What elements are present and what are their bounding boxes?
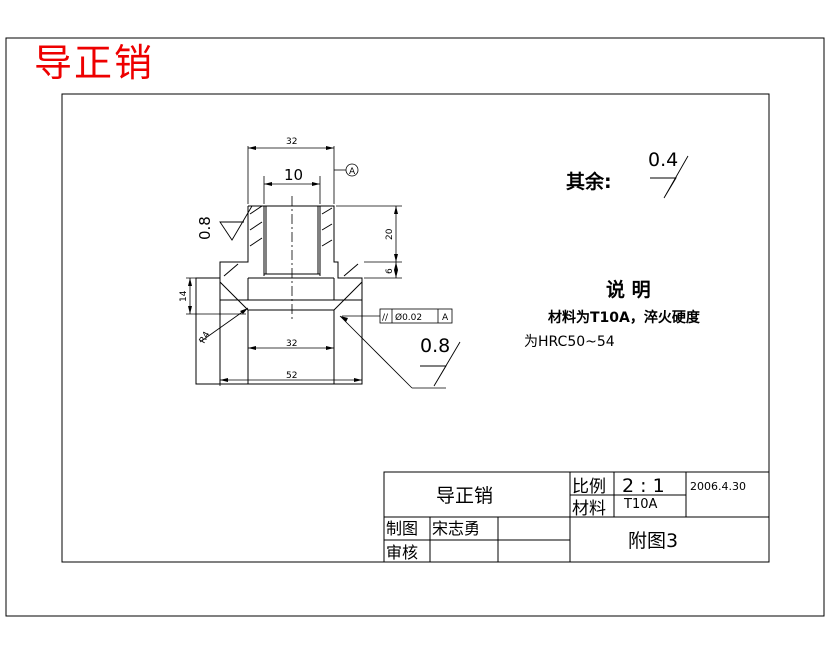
outer-border (5, 37, 825, 617)
roughness-right-value: 0.8 (420, 335, 450, 357)
roughness-left-value: 0.8 (196, 216, 214, 240)
title-scale-value: 2 : 1 (622, 475, 665, 497)
notes-title: 说 明 (606, 278, 651, 301)
datum-letter: A (349, 167, 356, 177)
roughness-symbol-left: 0.8 (196, 205, 253, 241)
dim-lower-bore: 32 (286, 339, 297, 349)
roughness-symbol-right: 0.8 (420, 335, 461, 387)
dim-lower-height: 14 (179, 290, 189, 302)
dimension-lines (186, 146, 446, 389)
notes-line1: 材料为T10A，淬火硬度 (548, 309, 701, 326)
title-block (383, 471, 770, 563)
title-check-label: 审核 (386, 543, 418, 562)
title-drawn-label: 制图 (386, 519, 418, 538)
dim-radius: R4 (198, 330, 213, 346)
notes-line2: 为HRC50~54 (524, 334, 615, 350)
arrowheads (188, 146, 398, 382)
roughness-symbol-other: 0.4 (648, 149, 689, 199)
dim-top-width: 32 (286, 137, 297, 147)
title-drawn-by: 宋志勇 (432, 519, 480, 538)
dim-bore: 10 (284, 166, 303, 184)
title-material-label: 材料 (572, 499, 606, 519)
title-drawing-no: 附图3 (628, 530, 678, 552)
dim-height-upper: 20 (385, 228, 395, 240)
dim-flange: 6 (385, 268, 395, 274)
part-outline (195, 205, 363, 385)
dim-outer: 52 (286, 371, 297, 381)
other-roughness-value: 0.4 (648, 149, 678, 171)
title-scale-label: 比例 (572, 477, 606, 497)
datum-symbol: A (334, 163, 359, 177)
other-roughness-label: 其余: (566, 170, 612, 193)
title-date: 2006.4.30 (690, 480, 746, 493)
sheet-title: 导正销 (34, 41, 155, 85)
tolerance-frame: // Ø0.02 A (379, 308, 453, 324)
title-part-name: 导正销 (436, 485, 493, 507)
tolerance-symbol: // (382, 313, 389, 323)
title-material-value: T10A (623, 497, 657, 512)
tolerance-datum: A (442, 313, 449, 323)
tolerance-value: Ø0.02 (395, 312, 422, 323)
